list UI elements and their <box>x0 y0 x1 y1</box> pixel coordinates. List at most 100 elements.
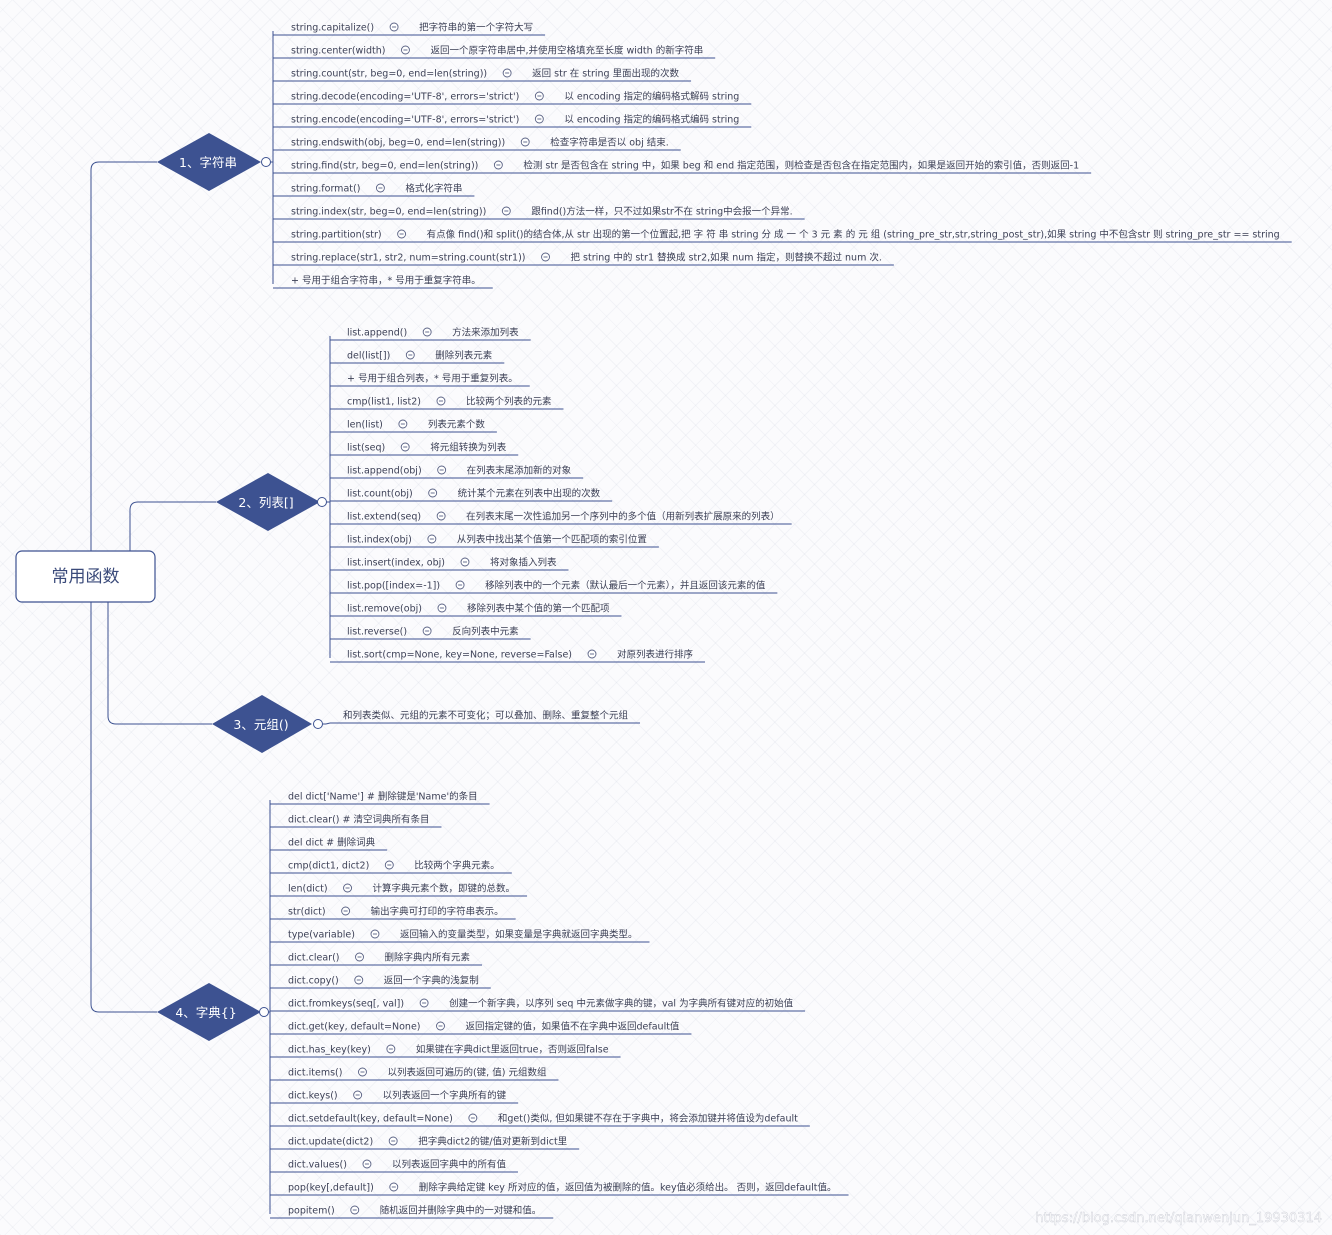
branch-label-string: 1、字符串 <box>179 155 237 170</box>
item-description: 随机返回并删除字典中的一对键和值。 <box>380 1205 542 1217</box>
item-description: 以 encoding 指定的编码格式编码 string <box>564 114 739 126</box>
branch-node-list[interactable]: 2、列表[] <box>216 473 327 531</box>
list-item[interactable]: del(list[])删除列表元素 <box>330 350 505 364</box>
branch-node-string[interactable]: 1、字符串 <box>157 133 271 191</box>
list-item[interactable]: string.encode(encoding='UTF-8', errors='… <box>273 114 752 128</box>
list-item[interactable]: dict.fromkeys(seq[, val]) 创建一个新字典，以序列 seq… <box>270 998 806 1012</box>
item-name: pop(key[,default]) <box>288 1183 374 1194</box>
list-item[interactable]: list.reverse() 反向列表中元素 <box>330 626 531 640</box>
list-item[interactable]: del dict['Name'] # 删除键是'Name'的条目 <box>270 791 490 805</box>
item-description: 如果键在字典dict里返回true，否则返回false <box>416 1044 609 1056</box>
watermark: https://blog.csdn.net/qianwenjun_1993031… <box>1035 1211 1322 1226</box>
item-description: 反向列表中元素 <box>452 626 519 638</box>
item-description: 移除列表中某个值的第一个匹配项 <box>467 603 610 615</box>
collapse-toggle-list[interactable] <box>317 497 327 507</box>
branch-diamond-dict <box>157 983 261 1041</box>
list-item[interactable]: string.endswith(obj, beg=0, end=len(stri… <box>273 137 681 151</box>
leaf-items: string.capitalize()把字符串的第一个字符大写 string.ce… <box>270 22 1292 1219</box>
list-item[interactable]: dict.items()以列表返回可遍历的(键, 值) 元组数组 <box>270 1067 559 1081</box>
item-name: string.decode(encoding='UTF-8', errors='… <box>291 92 519 103</box>
list-item[interactable]: list.index(obj)从列表中找出某个值第一个匹配项的索引位置 <box>330 534 659 548</box>
list-item[interactable]: string.find(str, beg=0, end=len(string))… <box>273 160 1092 174</box>
list-item[interactable]: dict.get(key, default=None)返回指定键的值，如果值不在… <box>270 1021 692 1035</box>
branch-diamond-tuple <box>212 695 312 753</box>
list-item[interactable]: list.append(obj)在列表末尾添加新的对象 <box>330 465 584 479</box>
list-item[interactable]: dict.clear() # 清空词典所有条目 <box>270 814 442 828</box>
list-item[interactable]: 和列表类似、元组的元素不可变化；可以叠加、删除、重复整个元组 <box>330 710 641 724</box>
list-item[interactable]: type(variable)返回输入的变量类型，如果变量是字典就返回字典类型。 <box>270 929 650 943</box>
list-item[interactable]: list.append()方法来添加列表 <box>330 327 531 341</box>
list-item[interactable]: list.sort(cmp=None, key=None, reverse=Fa… <box>330 649 706 663</box>
connector-root-dict <box>90 602 157 1013</box>
list-item[interactable]: string.center(width) 返回一个原字符串居中,并使用空格填充至长… <box>273 45 716 59</box>
branch-nodes: 1、字符串 2、列表[] 3、元组() 4、字典{} <box>157 133 327 1041</box>
list-item[interactable]: dict.values() 以列表返回字典中的所有值 <box>270 1159 518 1173</box>
item-name: list.extend(seq) <box>347 512 421 523</box>
collapse-toggle-dict[interactable] <box>259 1007 269 1017</box>
list-item[interactable]: len(list)列表元素个数 <box>330 419 497 433</box>
list-item[interactable]: list.extend(seq) 在列表末尾一次性追加另一个序列中的多个值（用新列… <box>330 511 792 525</box>
list-item[interactable]: dict.clear()删除字典内所有元素 <box>270 952 483 966</box>
item-name: string.center(width) <box>291 46 385 57</box>
item-description: 从列表中找出某个值第一个匹配项的索引位置 <box>457 534 647 546</box>
branch-node-dict[interactable]: 4、字典{} <box>157 983 269 1041</box>
branch-node-tuple[interactable]: 3、元组() <box>212 695 323 753</box>
item-description: 和get()类似, 但如果键不存在于字典中，将会添加键并将值设为default <box>498 1113 798 1125</box>
list-item[interactable]: string.capitalize()把字符串的第一个字符大写 <box>273 22 546 36</box>
list-item[interactable]: len(dict)计算字典元素个数，即键的总数。 <box>270 883 528 897</box>
item-description: 创建一个新字典，以序列 seq 中元素做字典的键，val 为字典所有键对应的初始… <box>449 998 793 1010</box>
list-item[interactable]: cmp(dict1, dict2)比较两个字典元素。 <box>270 860 512 874</box>
item-name: len(list) <box>347 420 383 431</box>
list-item[interactable]: string.replace(str1, str2, num=string.co… <box>273 252 894 266</box>
list-item[interactable]: dict.has_key(key) 如果键在字典dict里返回true，否则返回f… <box>270 1044 621 1058</box>
item-name: popitem() <box>288 1206 335 1217</box>
item-description: 跟find()方法一样，只不过如果str不在 string中会报一个异常. <box>531 206 792 218</box>
item-name: dict.update(dict2) <box>288 1137 373 1148</box>
root-node-box <box>15 550 156 603</box>
item-description: 在列表末尾一次性追加另一个序列中的多个值（用新列表扩展原来的列表） <box>466 511 780 523</box>
list-item[interactable]: dict.update(dict2)把字典dict2的键/值对更新到dict里 <box>270 1136 580 1150</box>
list-item[interactable]: cmp(list1, list2)比较两个列表的元素 <box>330 396 564 410</box>
list-item[interactable]: string.partition(str)有点像 find()和 split()… <box>273 229 1292 243</box>
connector-root-list <box>129 501 216 551</box>
root-node[interactable]: 常用函数 <box>15 550 156 603</box>
item-description: 删除字典内所有元素 <box>385 952 471 964</box>
item-name: dict.has_key(key) <box>288 1045 371 1056</box>
root-node-label: 常用函数 <box>52 567 120 587</box>
list-item[interactable]: string.count(str, beg=0, end=len(string)… <box>273 68 692 82</box>
item-description: 统计某个元素在列表中出现的次数 <box>458 488 601 500</box>
item-name: dict.values() <box>288 1160 347 1171</box>
collapse-toggle-tuple[interactable] <box>313 719 323 729</box>
collapse-toggle-string[interactable] <box>261 157 271 167</box>
list-item[interactable]: string.index(str, beg=0, end=len(string)… <box>273 206 805 220</box>
item-name: list.remove(obj) <box>347 604 422 615</box>
list-item[interactable]: del dict # 删除词典 <box>270 837 388 851</box>
item-name: string.encode(encoding='UTF-8', errors='… <box>291 115 519 126</box>
list-item[interactable]: list(seq)将元组转换为列表 <box>330 442 519 456</box>
item-description: 以 encoding 指定的编码格式解码 string <box>564 91 739 103</box>
list-item[interactable]: list.remove(obj) 移除列表中某个值的第一个匹配项 <box>330 603 622 617</box>
item-name: dict.fromkeys(seq[, val]) <box>288 999 404 1010</box>
list-item[interactable]: list.pop([index=-1])移除列表中的一个元素（默认最后一个元素）… <box>330 580 778 594</box>
item-name: list.reverse() <box>347 627 407 638</box>
item-name: string.capitalize() <box>291 23 374 34</box>
item-description: 返回一个原字符串居中,并使用空格填充至长度 width 的新字符串 <box>430 45 703 57</box>
list-item[interactable]: list.count(obj)统计某个元素在列表中出现的次数 <box>330 488 613 502</box>
list-item[interactable]: dict.setdefault(key, default=None)和get()… <box>270 1113 810 1127</box>
item-description: 比较两个字典元素。 <box>414 860 500 872</box>
list-item[interactable]: list.insert(index, obj)将对象插入列表 <box>330 557 569 571</box>
list-item[interactable]: + 号用于组合列表，* 号用于重复列表。 <box>330 373 530 387</box>
item-name: del dict['Name'] # 删除键是'Name'的条目 <box>288 791 478 803</box>
item-name: dict.clear() # 清空词典所有条目 <box>288 814 429 826</box>
list-item[interactable]: popitem() 随机返回并删除字典中的一对键和值。 <box>270 1205 554 1219</box>
branch-label-dict: 4、字典{} <box>175 1005 236 1020</box>
list-item[interactable]: dict.copy()返回一个字典的浅复制 <box>270 975 491 989</box>
list-item[interactable]: dict.keys()以列表返回一个字典所有的键 <box>270 1090 519 1104</box>
item-description: 以列表返回字典中的所有值 <box>392 1159 507 1171</box>
list-item[interactable]: string.decode(encoding='UTF-8', errors='… <box>273 91 752 105</box>
list-item[interactable]: pop(key[,default])删除字典给定键 key 所对应的值，返回值为… <box>270 1182 849 1196</box>
list-item[interactable]: string.format()格式化字符串 <box>273 183 475 197</box>
item-description: 以列表返回可遍历的(键, 值) 元组数组 <box>387 1067 546 1079</box>
list-item[interactable]: + 号用于组合字符串，* 号用于重复字符串。 <box>273 275 493 289</box>
list-item[interactable]: str(dict)输出字典可打印的字符串表示。 <box>270 906 516 920</box>
